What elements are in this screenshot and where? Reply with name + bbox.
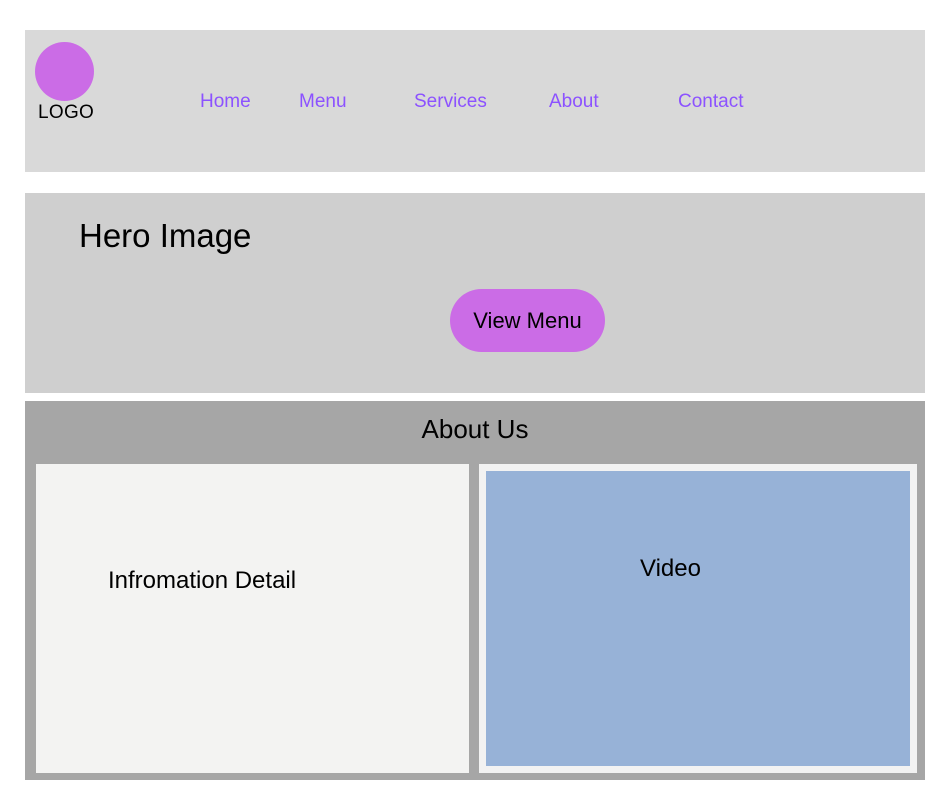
logo-icon[interactable]: [35, 42, 94, 101]
nav-link-home[interactable]: Home: [200, 91, 251, 112]
video-label: Video: [640, 555, 701, 582]
header: LOGO Home Menu Services About Contact: [25, 30, 925, 172]
view-menu-button[interactable]: View Menu: [450, 289, 605, 352]
hero-section: Hero Image View Menu: [25, 193, 925, 393]
nav-link-menu[interactable]: Menu: [299, 91, 347, 112]
logo-text: LOGO: [38, 102, 95, 123]
nav-link-contact[interactable]: Contact: [678, 91, 744, 112]
info-panel: Infromation Detail: [36, 464, 469, 773]
video-frame: Video: [479, 464, 917, 773]
about-title-text: About Us: [421, 414, 529, 444]
nav-link-services[interactable]: Services: [414, 91, 487, 112]
about-section: About Us Infromation Detail Video: [25, 401, 925, 780]
video-player[interactable]: Video: [486, 471, 910, 766]
info-detail-text: Infromation Detail: [108, 567, 297, 594]
nav-link-about[interactable]: About: [549, 91, 599, 112]
about-title: About Us: [25, 414, 925, 445]
hero-title: Hero Image: [79, 217, 252, 254]
